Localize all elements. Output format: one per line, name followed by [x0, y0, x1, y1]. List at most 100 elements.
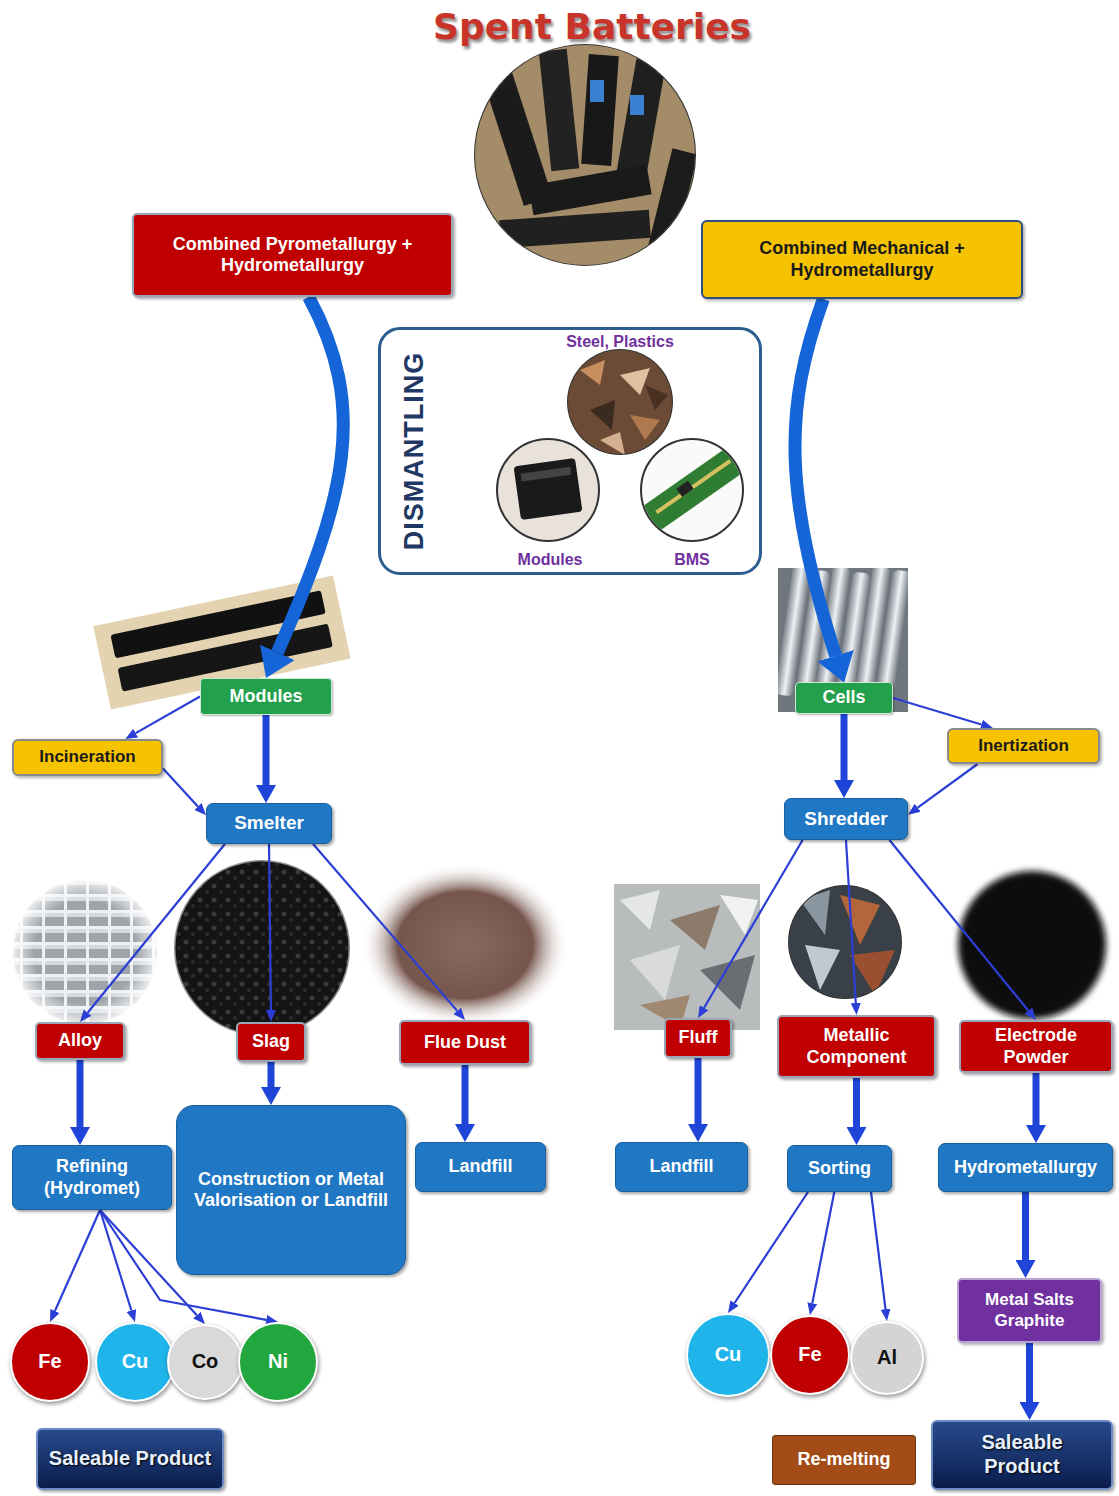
flow-arrow: [88, 844, 225, 1013]
slag-photo-part: [174, 860, 350, 1036]
metal-photo-part-part: [840, 895, 880, 945]
fluff-photo: [614, 884, 760, 1030]
slag-photo: [172, 858, 352, 1038]
box-label: BMS: [674, 551, 710, 570]
part-label: Modules: [500, 549, 600, 571]
fluff-photo-part-part: [670, 905, 720, 950]
pretreatment-box: Incineration: [12, 739, 163, 776]
metal-photo-part-part: [850, 950, 895, 995]
flow-arrow: [100, 1210, 131, 1311]
flow-arrow: [841, 714, 848, 780]
box-label: Fluff: [679, 1027, 718, 1048]
diagram-title: Spent Batteries: [433, 6, 751, 47]
flow-arrow: [263, 715, 270, 785]
stream-box: Modules: [200, 678, 332, 715]
process-box: Smelter: [206, 803, 332, 844]
panel-heading: DISMANTLING: [400, 352, 430, 550]
box-label: Ni: [268, 1350, 288, 1374]
powder-photo: [958, 871, 1106, 1019]
fraction-box: Metallic Component: [777, 1015, 936, 1078]
flow-arrow: [812, 1192, 834, 1303]
metal-photo-part-part: [800, 890, 830, 935]
scrap-photo-part-part: [620, 368, 650, 395]
method-box: Combined Mechanical + Hydrometallurgy: [701, 220, 1023, 299]
flow-arrow: [795, 299, 836, 656]
box-label: Saleable Product: [49, 1447, 211, 1471]
box-label: Construction or Metal Valorisation or La…: [185, 1169, 397, 1211]
fraction-box: Flue Dust: [399, 1020, 531, 1065]
box-label: Metal Salts Graphite: [967, 1290, 1092, 1330]
flow-arrow: [55, 1210, 100, 1311]
flow-arrow: [163, 769, 198, 807]
metal-photo: [786, 884, 906, 1004]
box-label: Flue Dust: [424, 1032, 506, 1053]
battery-photo-part-part: [581, 54, 619, 166]
flow-arrow: [77, 1060, 84, 1127]
box-label: Combined Pyrometallurgy + Hydrometallurg…: [142, 234, 443, 276]
box-label: Steel, Plastics: [566, 333, 674, 352]
box-label: Modules: [229, 686, 302, 707]
flow-arrow: [871, 1192, 886, 1309]
box-label: Sorting: [808, 1158, 871, 1179]
flow-arrow: [136, 697, 200, 734]
powder-photo-part: [958, 871, 1106, 1019]
flow-arrow: [268, 1062, 275, 1087]
box-label: Landfill: [449, 1156, 513, 1177]
bms-photo-part: [641, 444, 748, 532]
scrap-photo: [565, 348, 675, 458]
slag-photo-part-part: [172, 858, 352, 1038]
box-label: Fe: [798, 1343, 821, 1367]
fluff-photo-part: [614, 884, 760, 1030]
process-box: Landfill: [615, 1142, 748, 1192]
flow-arrow: [735, 1192, 808, 1303]
fluff-photo-part-part: [620, 890, 660, 930]
box-label: Metallic Component: [787, 1025, 926, 1067]
scrap-photo-part-part: [565, 348, 675, 458]
box-label: Slag: [252, 1031, 290, 1052]
battery-photo-part-part: [470, 40, 702, 272]
box-label: Electrode Powder: [969, 1025, 1103, 1067]
fluff-photo-part: [620, 890, 758, 1028]
module-photo-part: [514, 458, 583, 520]
fraction-box: Alloy: [35, 1022, 125, 1060]
scrap-photo-part-part: [590, 400, 615, 430]
box-label: Shredder: [804, 808, 887, 830]
fraction-box: Slag: [236, 1022, 306, 1062]
element-circle: Fe: [10, 1322, 90, 1402]
flow-arrow: [704, 840, 803, 1008]
product-box: Metal Salts Graphite: [957, 1278, 1102, 1343]
flow-arrow: [1026, 1343, 1033, 1402]
battery-photo-part-part: [648, 148, 697, 251]
pretreatment-box: Inertization: [947, 728, 1100, 764]
battery-photo-part-part: [630, 95, 644, 115]
box-label: Cu: [715, 1343, 742, 1367]
product-box: Re-melting: [772, 1435, 916, 1485]
module-photo-part: [497, 439, 599, 541]
box-label: Cu: [122, 1350, 149, 1374]
flow-arrow: [853, 1078, 860, 1127]
product-box: Saleable Product: [931, 1420, 1113, 1490]
box-label: Hydrometallurgy: [954, 1157, 1097, 1178]
box-label: Saleable Product: [941, 1431, 1103, 1478]
element-circle: Cu: [95, 1322, 175, 1402]
bms-photo: [641, 439, 748, 541]
box-label: Incineration: [39, 747, 135, 767]
metal-photo-part-part: [786, 884, 906, 1004]
box-label: Refining (Hydromet): [21, 1156, 163, 1198]
bms-photo-part-part: [641, 444, 748, 532]
flow-arrow: [846, 840, 856, 1003]
module-photo: [497, 439, 599, 541]
process-box: Shredder: [784, 798, 908, 840]
flow-arrow: [269, 844, 271, 1010]
box-label: Re-melting: [797, 1449, 890, 1470]
flow-arrow: [893, 698, 981, 725]
scrap-photo-part: [565, 348, 675, 458]
metal-photo-part: [786, 884, 906, 1004]
battery-photo-part-part: [499, 210, 651, 248]
process-box: Hydrometallurgy: [938, 1143, 1113, 1192]
process-box: Landfill: [415, 1142, 546, 1192]
box-label: Fe: [38, 1350, 61, 1374]
fluff-photo-part-part: [720, 895, 758, 935]
scrap-photo-part-part: [645, 385, 668, 410]
